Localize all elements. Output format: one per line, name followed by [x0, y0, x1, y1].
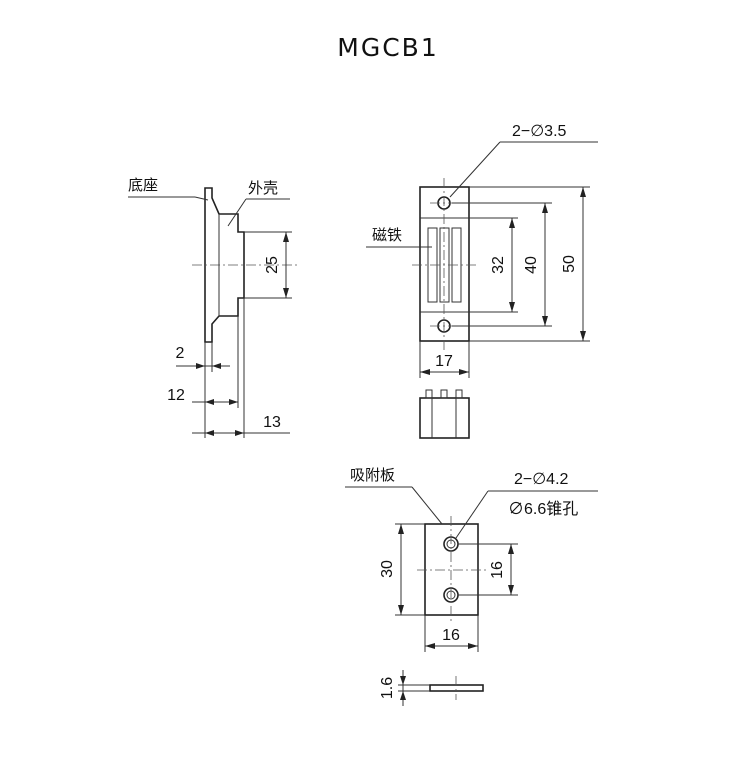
dim-magnet-length: 32	[490, 256, 507, 274]
dim-plate-hole-pitch: 16	[489, 561, 506, 579]
dim-hole-pitch: 40	[523, 256, 540, 274]
dim-flange-thickness: 2	[176, 345, 185, 362]
arrow	[508, 585, 514, 595]
dim-body-length: 50	[561, 255, 578, 273]
arrow	[235, 430, 244, 436]
arrow	[542, 316, 548, 326]
arrow	[420, 369, 430, 375]
leader-shell	[227, 198, 247, 227]
arrow	[283, 288, 289, 298]
arrow	[205, 399, 214, 405]
bottom-view	[419, 389, 470, 439]
drawing-title: MGCB1	[337, 33, 438, 62]
label-magnet: 磁铁	[372, 226, 402, 244]
leader-plate-hole	[455, 490, 489, 539]
arrow	[509, 302, 515, 312]
label-plate-hole-spec: 2−∅4.2	[514, 471, 569, 488]
label-shell: 外壳	[248, 179, 278, 197]
arrow	[580, 331, 586, 341]
label-countersink-spec: ∅6.6锥孔	[508, 500, 578, 518]
arrow	[425, 643, 435, 649]
bottom-view-body	[419, 397, 470, 439]
front-view: 2−∅3.5 磁铁 32 40 50 17	[366, 123, 598, 378]
arrow	[542, 203, 548, 213]
dim-side-height: 25	[264, 256, 281, 274]
label-hole-spec: 2−∅3.5	[512, 123, 567, 140]
label-base: 底座	[128, 176, 158, 194]
bottom-view-tab	[425, 389, 433, 399]
dim-plate-width: 16	[442, 627, 460, 644]
label-plate: 吸附板	[350, 466, 395, 484]
dim-body-width: 17	[435, 353, 453, 370]
arrow	[283, 232, 289, 242]
arrow	[400, 676, 406, 685]
arrow	[580, 187, 586, 197]
dim-plate-thickness: 1.6	[379, 677, 396, 699]
dim-shell-depth: 12	[167, 387, 185, 404]
arrow	[459, 369, 469, 375]
plate-view: 吸附板 2−∅4.2 ∅6.6锥孔 30 16 16	[345, 466, 598, 652]
bottom-view-tab	[440, 389, 448, 399]
arrow	[508, 544, 514, 554]
plate-side-outline	[429, 684, 484, 692]
arrow	[398, 524, 404, 534]
dim-plate-length: 30	[379, 560, 396, 578]
plate-outline	[424, 523, 479, 616]
arrow	[398, 605, 404, 615]
arrow	[205, 430, 214, 436]
front-body	[419, 186, 470, 342]
leader-hole	[449, 141, 501, 198]
arrow	[509, 218, 515, 228]
bottom-view-tab	[455, 389, 463, 399]
arrow	[212, 363, 221, 369]
dim-overall-depth: 13	[263, 414, 281, 431]
arrow	[468, 643, 478, 649]
arrow	[196, 363, 205, 369]
arrow	[400, 691, 406, 700]
plate-side-view: 1.6	[379, 670, 484, 706]
leader-plate	[411, 486, 443, 525]
side-view: 底座 外壳 25 2 12 13	[128, 176, 300, 438]
arrow	[229, 399, 238, 405]
leader-base	[194, 196, 209, 201]
